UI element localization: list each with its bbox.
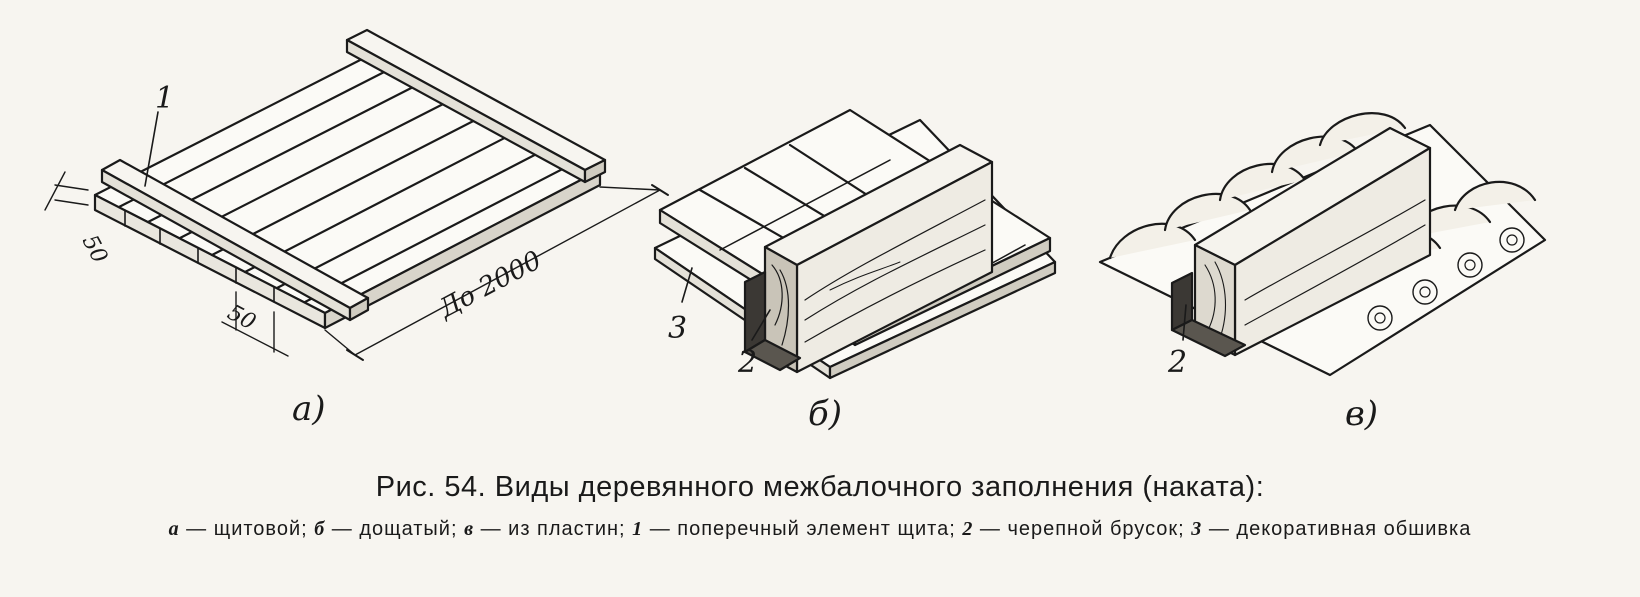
panel-b-label-3: 3	[668, 311, 687, 346]
panel-b-label-2: 2	[737, 345, 757, 380]
panel-a-label-1: 1	[155, 81, 174, 116]
legend-item-a: а — щитовой;	[168, 518, 315, 540]
figure-caption-title: Рис. 54. Виды деревянного межбалочного з…	[375, 471, 1265, 503]
figure-illustration: 1 50 50 До 2000 а) 3 2 б) 2 в)	[44, 28, 1547, 434]
panel-a-dim-thickness: 50	[77, 231, 112, 267]
panel-a-shield-drawing	[44, 28, 669, 361]
legend-item-b: б — дощатый;	[314, 518, 465, 540]
panel-b-letter: б)	[808, 394, 842, 434]
panel-a-dim-width: 50	[223, 300, 259, 335]
panel-v-slab-drawing	[1098, 112, 1547, 377]
panel-v-letter: в)	[1345, 394, 1378, 434]
legend-item-v: в — из пластин;	[464, 518, 633, 540]
panel-b-plank-drawing	[653, 108, 1057, 380]
legend-item-2: 2 — черепной брусок;	[962, 518, 1192, 540]
panel-a-letter: а)	[292, 389, 326, 429]
legend-item-3: 3 — декоративная обшивка	[1191, 518, 1472, 540]
legend-item-1: 1 — поперечный элемент щита;	[632, 518, 963, 540]
figure-caption-legend: а — щитовой; б — дощатый; в — из пластин…	[30, 515, 1610, 543]
panel-v-label-2: 2	[1167, 345, 1187, 380]
